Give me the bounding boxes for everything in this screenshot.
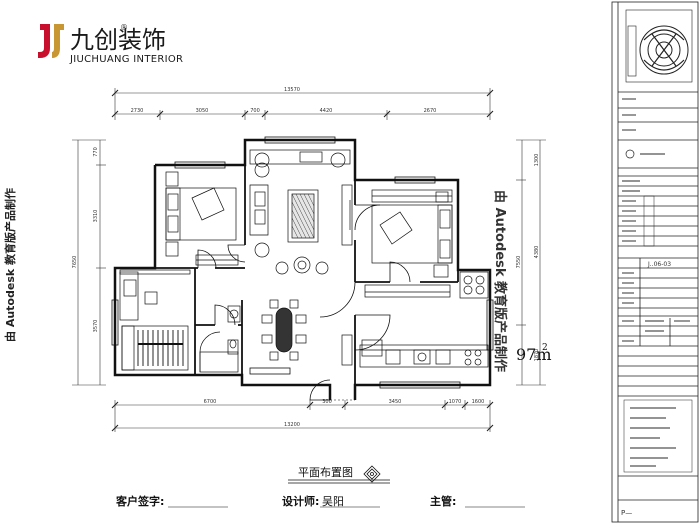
dining-area bbox=[261, 299, 307, 361]
title-block-code: J..06-03 bbox=[647, 261, 671, 268]
dim-bottom-seg-2: 300 bbox=[322, 399, 332, 405]
dim-top-seg-1: 2730 bbox=[131, 108, 144, 114]
bedroom-top-left bbox=[165, 171, 239, 266]
dim-bottom-total: 13200 bbox=[284, 422, 300, 428]
bathroom bbox=[199, 305, 241, 373]
watermark-left: 由 Autodesk 教育版产品制作 bbox=[3, 188, 17, 342]
living-room bbox=[249, 149, 353, 275]
door-swings bbox=[197, 204, 411, 401]
diamond-ornament-icon bbox=[363, 465, 381, 483]
dim-bottom-seg-3: 3450 bbox=[389, 399, 402, 405]
kitchen bbox=[341, 271, 489, 368]
client-signature-label: 客户签字: bbox=[115, 494, 164, 508]
dim-top-seg-5: 2670 bbox=[424, 108, 437, 114]
dim-bottom-seg-5: 1600 bbox=[472, 399, 485, 405]
jj-logo-icon bbox=[34, 24, 64, 58]
dim-left-seg-1: 770 bbox=[93, 147, 99, 157]
interior-walls bbox=[155, 165, 459, 385]
floor-plan bbox=[111, 136, 494, 401]
dim-right-seg-3: 1870 bbox=[534, 349, 540, 362]
page-number-label: P— bbox=[621, 509, 632, 517]
dim-left-seg-2: 3310 bbox=[93, 210, 99, 223]
brand-name-en: JIUCHUANG INTERIOR bbox=[69, 54, 183, 65]
dim-left-seg-3: 3570 bbox=[93, 320, 99, 333]
designer-name: 吴阳 bbox=[322, 495, 344, 508]
dim-bottom-seg-4: 1070 bbox=[449, 399, 462, 405]
signature-row: 客户签字: 设计师: 吴阳 主管: bbox=[115, 494, 525, 508]
dim-top-seg-4: 4420 bbox=[320, 108, 333, 114]
bedroom-bottom-left bbox=[121, 325, 189, 371]
dim-bottom-seg-1: 6700 bbox=[204, 399, 217, 405]
designer-label: 设计师: bbox=[282, 494, 319, 508]
drawing-title-block: 平面布置图 bbox=[288, 465, 390, 484]
brand-logo: 九创装饰 ® JIUCHUANG INTERIOR bbox=[34, 23, 183, 65]
area-value: 97m bbox=[516, 345, 552, 364]
watermark-right: 由 Autodesk 教育版产品制作 bbox=[492, 190, 508, 372]
dim-right-seg-2: 4380 bbox=[534, 246, 540, 259]
dim-right-total: 7550 bbox=[516, 256, 522, 269]
exterior-walls bbox=[113, 138, 492, 400]
ornament-medallion-icon bbox=[639, 25, 689, 75]
drawing-title: 平面布置图 bbox=[298, 466, 353, 479]
registered-mark: ® bbox=[120, 23, 128, 32]
dimension-lines bbox=[72, 88, 546, 432]
dim-left-total: 7650 bbox=[72, 256, 78, 269]
dim-top-total: 13570 bbox=[284, 87, 300, 93]
brand-name-cn: 九创装饰 bbox=[70, 26, 166, 54]
windows bbox=[111, 136, 494, 389]
dim-top-seg-2: 3050 bbox=[196, 108, 209, 114]
dim-right-seg-1: 1300 bbox=[534, 154, 540, 167]
supervisor-label: 主管: bbox=[430, 494, 456, 508]
title-block bbox=[611, 1, 699, 523]
study-room bbox=[119, 269, 191, 321]
area-superscript: 2 bbox=[542, 343, 548, 353]
bedroom-right bbox=[371, 189, 453, 278]
dim-top-seg-3: 700 bbox=[250, 108, 260, 114]
